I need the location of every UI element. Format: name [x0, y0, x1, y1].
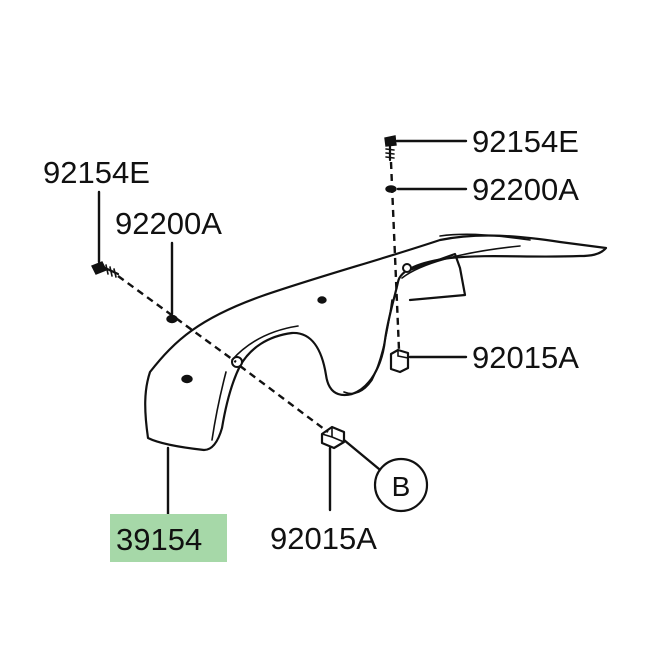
nut-right-icon[interactable] — [389, 348, 410, 374]
part-number-highlight — [110, 514, 227, 562]
chain-guard-part[interactable] — [144, 233, 608, 452]
label-bolt-left: 92154E — [43, 155, 150, 190]
assembly-line-left — [117, 275, 237, 363]
bolt-right-icon[interactable] — [384, 135, 397, 162]
nut-bottom-icon[interactable] — [320, 425, 346, 450]
label-nut-bottom: 92015A — [270, 521, 377, 556]
washer-left-icon[interactable] — [166, 314, 178, 324]
assembly-line-lower — [239, 365, 329, 433]
leader-ref-b — [342, 438, 381, 471]
bolt-left-icon[interactable] — [91, 261, 120, 278]
ref-b-circle — [373, 457, 429, 513]
label-part-main[interactable]: 39154 — [116, 522, 202, 557]
label-nut-right: 92015A — [472, 340, 579, 375]
label-washer-right: 92200A — [472, 172, 579, 207]
label-bolt-right: 92154E — [472, 124, 579, 159]
label-ref-b: B — [392, 471, 411, 502]
assembly-line-right — [389, 161, 401, 351]
label-washer-left: 92200A — [115, 206, 222, 241]
